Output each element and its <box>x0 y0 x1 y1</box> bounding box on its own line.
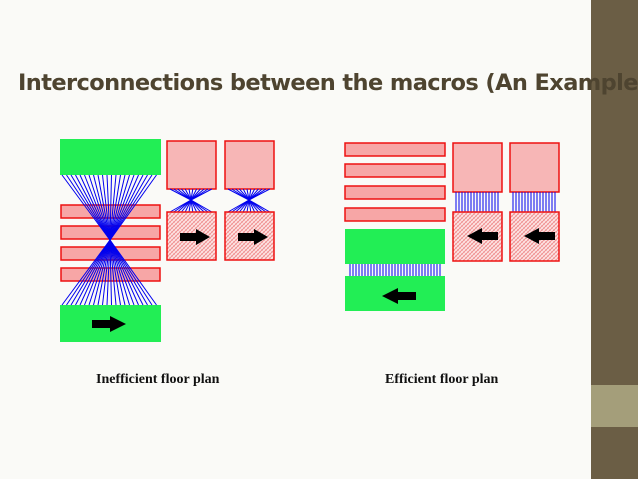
short-wires-pink <box>455 192 556 212</box>
crossing-wires <box>61 174 157 306</box>
caption-inefficient: Inefficient floor plan <box>96 372 220 387</box>
caption-efficient: Efficient floor plan <box>385 372 499 387</box>
green-macro-upper <box>345 229 445 264</box>
arrow-right-icon <box>92 229 268 332</box>
arrow-left-icon <box>382 228 555 304</box>
green-macro-top <box>60 139 161 175</box>
sidebar-accent-block <box>591 385 638 427</box>
pink-bars-right <box>344 142 446 222</box>
slide-title: Interconnections between the macros (An … <box>18 70 638 96</box>
efficient-floorplan <box>344 142 560 311</box>
pink-macros-top-right <box>452 142 560 193</box>
pink-macros-top-left <box>166 140 275 190</box>
inefficient-floorplan <box>60 139 275 342</box>
x-wires <box>169 188 271 213</box>
short-wires-green <box>349 264 441 276</box>
